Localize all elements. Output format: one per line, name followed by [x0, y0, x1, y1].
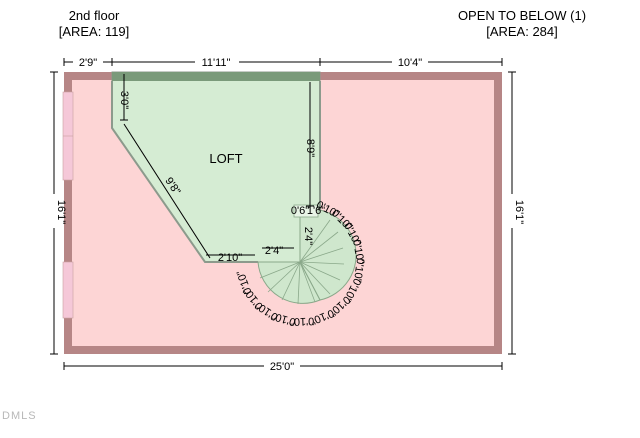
dim-stair-small-b: 1'6" — [307, 205, 325, 217]
loft-railing — [111, 81, 258, 263]
open-area-value: [AREA: 284] — [486, 24, 558, 39]
floor-header: 2nd floor [AREA: 119] — [40, 8, 148, 40]
dimension-top — [63, 55, 503, 69]
dim-top-right: 10'4" — [398, 57, 422, 69]
loft-wall — [112, 72, 320, 81]
dim-stair-small-c: 2'4" — [302, 227, 314, 245]
dim-right-side: 16'1" — [513, 200, 525, 224]
stair-tread-label: 0'10" — [351, 257, 366, 283]
dim-stair-landing: 2'4" — [265, 245, 283, 257]
dim-left-side: 16'1" — [55, 200, 67, 224]
dim-loft-top-left: 3'0" — [118, 91, 130, 109]
dimension-bottom — [63, 359, 503, 373]
window — [62, 261, 74, 319]
stair-tread-label: 0'10" — [350, 239, 366, 265]
stair-landing — [293, 204, 319, 218]
dim-bottom: 25'0" — [270, 361, 294, 373]
floor-name: 2nd floor — [68, 8, 120, 23]
dimension-sides — [46, 71, 520, 355]
dim-loft-bottom: 2'10" — [218, 252, 242, 264]
stair-treads — [259, 219, 345, 305]
loft-dimensions — [120, 74, 314, 259]
open-area-title: OPEN TO BELOW (1) — [457, 8, 587, 23]
dim-stair-small-a: 0'6" — [291, 205, 309, 217]
dim-top-mid: 11'11" — [202, 57, 231, 69]
watermark: DMLS — [2, 410, 37, 422]
loft-label: LOFT — [209, 151, 242, 166]
dim-loft-right: 8'9" — [304, 139, 316, 157]
floor-area: [AREA: 119] — [58, 24, 130, 39]
stair-tread-label: 0'10" — [290, 315, 315, 328]
open-area-header: OPEN TO BELOW (1) [AREA: 284] — [440, 8, 604, 40]
dim-top-left: 2'9" — [79, 57, 97, 69]
